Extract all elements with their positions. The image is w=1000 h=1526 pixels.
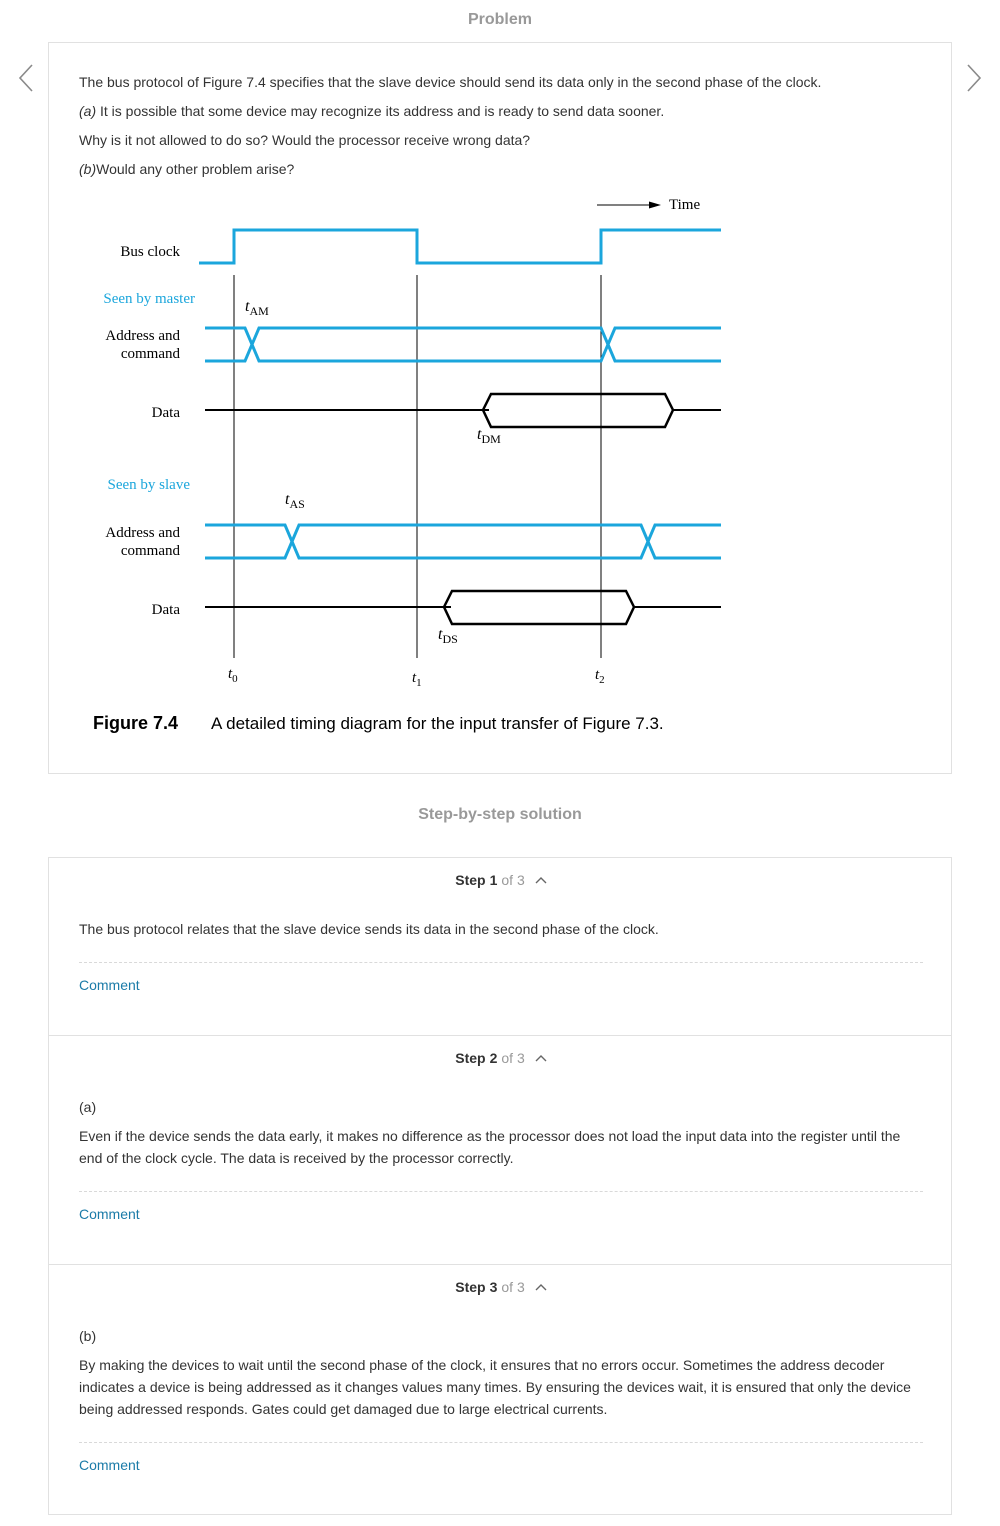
problem-line-2: (a) It is possible that some device may … (79, 103, 664, 119)
step-of-total: of 3 (501, 872, 525, 888)
t2-marker: t2 (595, 667, 605, 686)
step-1-divider (79, 962, 923, 963)
step-1-comment-link[interactable]: Comment (79, 977, 140, 993)
step-card-2: Step 2 of 3 (a) Even if the device sends… (48, 1035, 952, 1265)
master-address-label-2: command (121, 346, 181, 362)
time-arrow-head (649, 201, 661, 209)
t2-sub: 2 (599, 674, 605, 686)
step-2-label: (a) (79, 1099, 97, 1115)
bus-clock-waveform (199, 228, 721, 265)
step-of-total: of 3 (501, 1279, 525, 1295)
step-3-divider (79, 1442, 923, 1443)
t-ds-label: tDS (438, 626, 458, 646)
problem-line-4: (b)Would any other problem arise? (79, 161, 294, 177)
t1-t: t (412, 670, 417, 686)
step-header-3[interactable]: Step 3 of 3 (49, 1279, 953, 1295)
t-as-t: t (285, 491, 290, 508)
t-am-label: tAM (245, 298, 269, 318)
step-header-1[interactable]: Step 1 of 3 (49, 872, 953, 888)
part-a-text: It is possible that some device may reco… (96, 103, 665, 119)
t1-sub: 1 (416, 677, 422, 689)
step-word: Step (455, 872, 486, 888)
master-data-label: Data (152, 405, 181, 421)
step-number: 3 (489, 1279, 498, 1295)
step-number: 2 (489, 1050, 498, 1066)
t-am-sub: AM (249, 304, 269, 318)
master-data-valid (481, 392, 675, 429)
problem-line-1: The bus protocol of Figure 7.4 specifies… (79, 74, 822, 90)
problem-heading: Problem (467, 11, 532, 28)
problem-line-3: Why is it not allowed to do so? Would th… (79, 132, 531, 148)
chevron-left-icon (18, 64, 33, 92)
bus-clock-label: Bus clock (120, 244, 180, 260)
chevron-up-icon[interactable] (535, 1283, 547, 1291)
step-3-text: By making the devices to wait until the … (79, 1357, 911, 1417)
step-word: Step (455, 1050, 486, 1066)
slave-data-label: Data (152, 602, 181, 618)
seen-by-master-label: Seen by master (103, 291, 195, 307)
next-button[interactable] (956, 60, 992, 96)
seen-by-slave-label: Seen by slave (108, 477, 191, 493)
t0-sub: 0 (232, 673, 238, 685)
step-3-label: (b) (79, 1328, 97, 1344)
step-card-1: Step 1 of 3 The bus protocol relates tha… (48, 857, 952, 1036)
part-a-marker: (a) (79, 103, 97, 119)
timing-diagram: Time Bus clock Seen by master Address an… (93, 197, 721, 733)
step-2-divider (79, 1191, 923, 1192)
slave-address-label-1: Address and (105, 525, 180, 541)
step-1-text: The bus protocol relates that the slave … (79, 921, 659, 937)
t-ds-t: t (438, 626, 443, 643)
t-as-sub: AS (289, 497, 304, 511)
step-2-text: Even if the device sends the data early,… (79, 1128, 901, 1166)
chevron-up-icon[interactable] (535, 876, 547, 884)
t0-t: t (228, 666, 233, 682)
t0-marker: t0 (228, 666, 238, 685)
t-dm-sub: DM (481, 432, 501, 446)
t-dm-t: t (477, 426, 482, 443)
slave-data-valid (442, 589, 636, 626)
step-of-total: of 3 (501, 1050, 525, 1066)
t-am-t: t (245, 298, 250, 315)
t-as-label: tAS (285, 491, 305, 511)
step-card-3: Step 3 of 3 (b) By making the devices to… (48, 1264, 952, 1515)
part-b-text: Would any other problem arise? (96, 161, 295, 177)
master-address-waveform-b (205, 326, 721, 363)
step-header-2[interactable]: Step 2 of 3 (49, 1050, 953, 1066)
step-3-comment-link[interactable]: Comment (79, 1457, 140, 1473)
figure-caption-text: A detailed timing diagram for the input … (211, 714, 664, 733)
t2-t: t (595, 667, 600, 683)
master-address-waveform-a (205, 326, 721, 363)
t-dm-label: tDM (477, 426, 501, 446)
solution-heading: Step-by-step solution (418, 806, 582, 823)
chevron-up-icon[interactable] (535, 1054, 547, 1062)
part-b-marker: (b) (79, 161, 97, 177)
step-2-comment-link[interactable]: Comment (79, 1206, 140, 1222)
problem-card: The bus protocol of Figure 7.4 specifies… (48, 42, 952, 774)
step-word: Step (455, 1279, 486, 1295)
slave-address-label-2: command (121, 543, 181, 559)
slave-address-waveform-b (205, 523, 721, 560)
slave-address-waveform-a (205, 523, 721, 560)
chevron-right-icon (967, 64, 982, 92)
step-number: 1 (489, 872, 498, 888)
previous-button[interactable] (8, 60, 44, 96)
t1-marker: t1 (412, 670, 422, 689)
master-address-label-1: Address and (105, 328, 180, 344)
figure-caption-label: Figure 7.4 (93, 713, 178, 733)
time-label: Time (669, 197, 700, 213)
t-ds-sub: DS (442, 632, 457, 646)
